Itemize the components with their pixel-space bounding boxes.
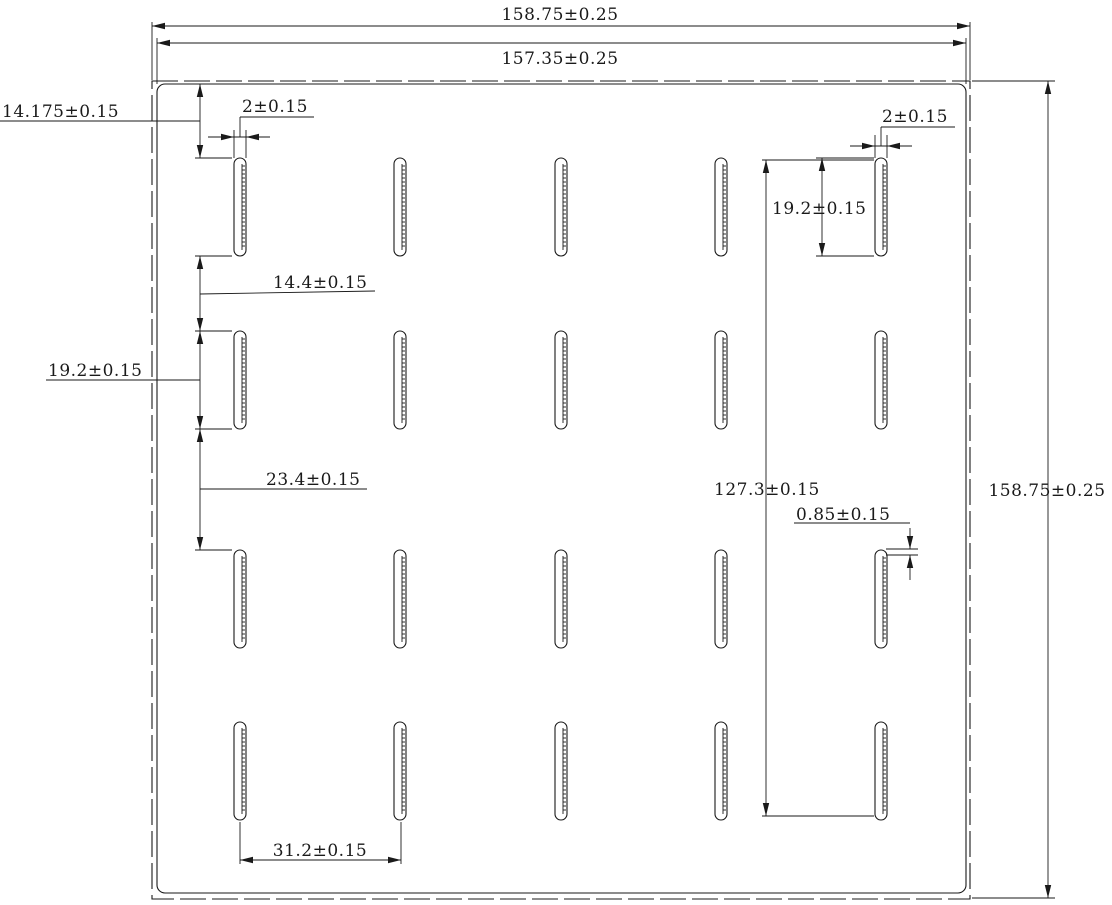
offset-label: 0.85±0.15	[796, 505, 890, 525]
offset-dimension: 0.85±0.15	[794, 505, 918, 580]
row-gap-2-dimension: 23.4±0.15	[195, 429, 367, 551]
slot	[874, 157, 888, 257]
overall-height-label: 158.75±0.25	[988, 481, 1105, 501]
slot	[554, 721, 568, 821]
slot	[714, 721, 728, 821]
slot-width-left-dimension: 2±0.15	[208, 97, 314, 158]
slot	[233, 549, 247, 649]
row-gap-1-dimension: 14.4±0.15	[195, 255, 376, 331]
overall-width-label: 158.75±0.25	[501, 5, 618, 25]
slot-length-left-label: 19.2±0.15	[48, 361, 142, 381]
inner-width-dimension: 157.35±0.25	[156, 38, 967, 84]
slot	[714, 549, 728, 649]
slot	[393, 721, 407, 821]
span-height-label: 127.3±0.15	[714, 480, 820, 500]
slot	[554, 549, 568, 649]
slot-length-left-dimension: 19.2±0.15	[46, 330, 232, 430]
slot	[874, 549, 888, 649]
slot-width-right-label: 2±0.15	[882, 107, 948, 127]
slot	[393, 157, 407, 257]
slot-length-right-label: 19.2±0.15	[772, 199, 866, 219]
overall-height-dimension: 158.75±0.25	[972, 80, 1105, 899]
top-margin-dimension: 14.175±0.15	[0, 84, 232, 159]
slot-width-right-dimension: 2±0.15	[850, 107, 955, 158]
slot-length-right-dimension: 19.2±0.15	[772, 157, 874, 257]
slot-grid	[233, 157, 888, 821]
top-margin-label: 14.175±0.15	[2, 102, 119, 122]
slot	[714, 330, 728, 430]
slot	[554, 157, 568, 257]
plate-outline	[156, 83, 967, 894]
slot	[233, 330, 247, 430]
slot	[393, 549, 407, 649]
inner-width-label: 157.35±0.25	[501, 49, 618, 69]
slot	[393, 330, 407, 430]
slot	[874, 330, 888, 430]
slot	[233, 721, 247, 821]
row-gap-1-label: 14.4±0.15	[273, 273, 367, 293]
outer-boundary	[151, 80, 971, 900]
column-pitch-dimension: 31.2±0.15	[239, 822, 402, 864]
slot-width-left-label: 2±0.15	[242, 97, 308, 117]
slot	[714, 157, 728, 257]
slot	[554, 330, 568, 430]
column-pitch-label: 31.2±0.15	[273, 841, 367, 861]
overall-width-dimension: 158.75±0.25	[151, 5, 971, 80]
span-height-dimension: 127.3±0.15	[714, 159, 874, 817]
slot	[874, 721, 888, 821]
row-gap-2-label: 23.4±0.15	[266, 470, 360, 490]
slot	[233, 157, 247, 257]
